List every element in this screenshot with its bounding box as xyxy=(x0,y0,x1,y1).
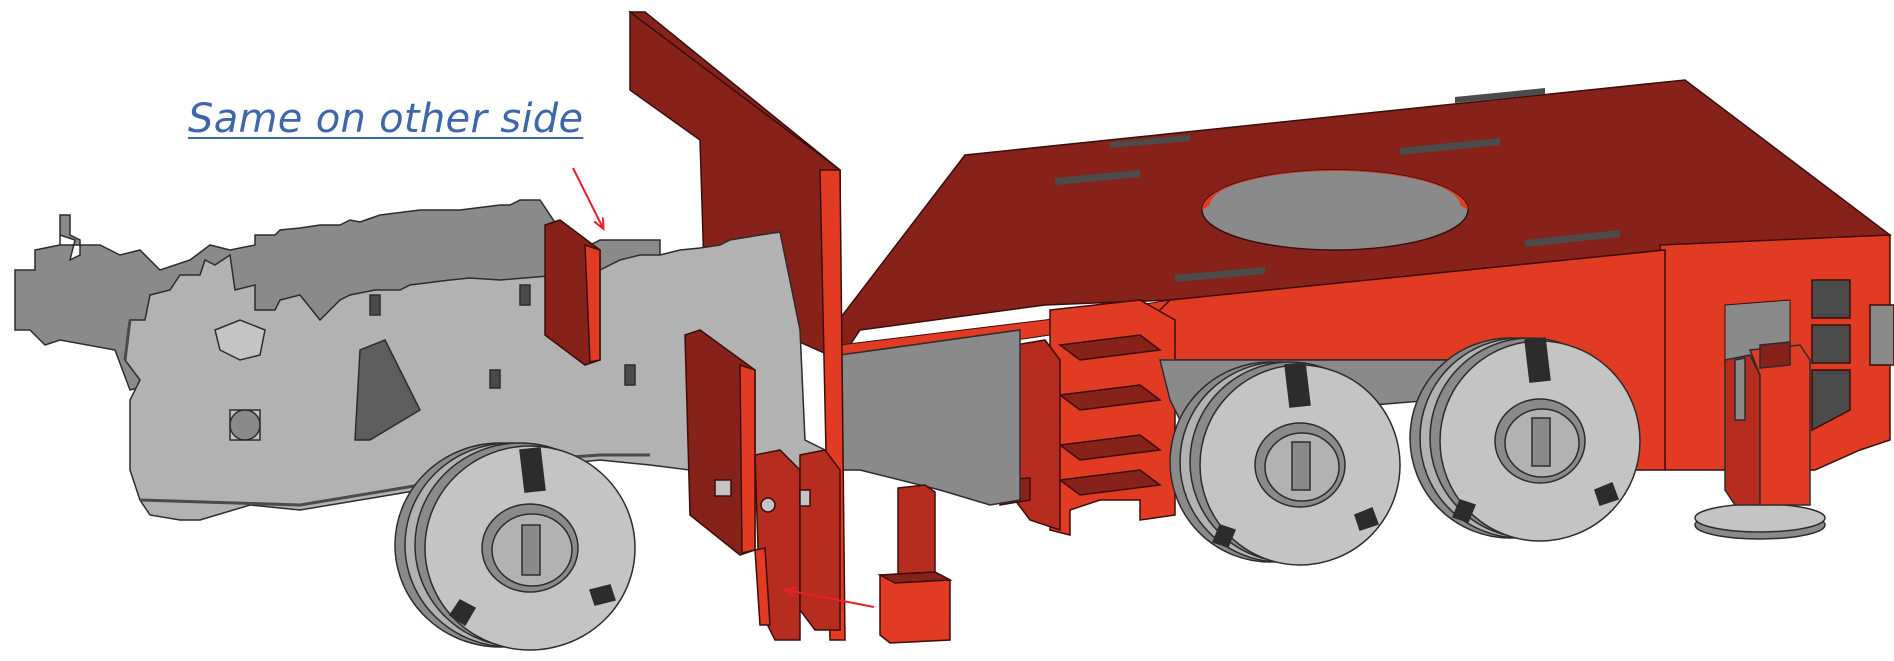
red-arrow-top xyxy=(572,167,603,228)
front-wheel xyxy=(394,442,636,651)
loose-t-part xyxy=(877,484,953,644)
rear-wheel xyxy=(1409,337,1641,542)
red-arrow-bottom xyxy=(786,590,875,608)
step-ladder xyxy=(999,299,1176,536)
front-hitch xyxy=(214,319,266,441)
rear-support-leg xyxy=(1694,341,1826,540)
rear-deck xyxy=(628,10,1894,471)
annotation-label: Same on other side xyxy=(188,96,584,142)
middle-wheel xyxy=(1169,361,1401,566)
